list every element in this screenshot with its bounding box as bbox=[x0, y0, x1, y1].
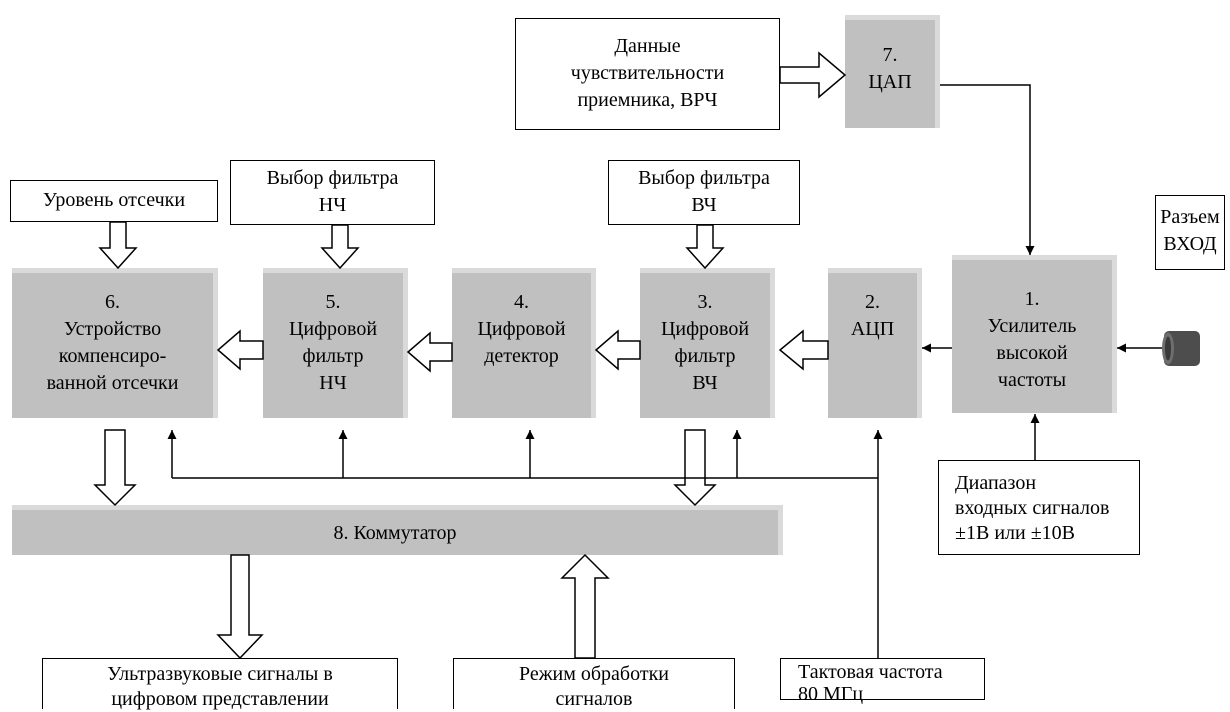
detector-block: 4. Цифровой детектор bbox=[452, 268, 596, 418]
cutoff-number: 6. bbox=[105, 291, 120, 313]
hpf-block: 3. Цифровой фильтр ВЧ bbox=[640, 268, 775, 418]
lpf-number: 5. bbox=[325, 291, 341, 313]
arrow-sensitivity-to-dac bbox=[779, 51, 847, 99]
clock-frequency-box: Тактовая частота 80 МГц bbox=[780, 658, 985, 705]
lpf-select-box: Выбор фильтра НЧ bbox=[230, 160, 435, 225]
detector-label: Цифровой детектор bbox=[477, 318, 566, 367]
arrow-cutoff-to-switch bbox=[93, 429, 137, 507]
amplifier-block: 1. Усилитель высокой частоты bbox=[952, 255, 1117, 413]
hpf-number: 3. bbox=[697, 291, 713, 313]
processing-mode-box: Режим обработки сигналов bbox=[453, 658, 735, 710]
hpf-select-box: Выбор фильтра ВЧ bbox=[608, 160, 800, 225]
arrow-cutoff-level-to-cutoff bbox=[98, 221, 138, 270]
arrow-mode-to-switch bbox=[560, 553, 610, 659]
arrow-adc-to-hpf bbox=[778, 329, 829, 371]
arrow-hpf-select-to-hpf bbox=[685, 224, 725, 270]
connector-plug-icon bbox=[1162, 331, 1200, 366]
ultrasound-output-box: Ультразвуковые сигналы в цифровом предст… bbox=[42, 658, 398, 710]
adc-label: АЦП bbox=[850, 318, 895, 340]
arrow-lpf-select-to-lpf bbox=[320, 224, 360, 270]
arrow-switch-to-ultrasound bbox=[216, 554, 264, 660]
amplifier-number: 1. bbox=[1024, 288, 1040, 310]
switch-label: 8. Коммутатор bbox=[333, 522, 457, 544]
arrow-detector-to-lpf bbox=[406, 331, 453, 373]
dac-number: 7. bbox=[882, 44, 898, 66]
sensitivity-data-box: Данные чувствительности приемника, ВРЧ bbox=[515, 18, 780, 130]
switch-block: 8. Коммутатор bbox=[12, 505, 783, 555]
wire-dac-to-amplifier bbox=[940, 84, 1035, 255]
cutoff-label: Устройство компенсиро- ванной отсечки bbox=[46, 318, 179, 394]
hpf-label: Цифровой фильтр ВЧ bbox=[660, 318, 750, 394]
arrow-hpf-to-detector bbox=[594, 329, 641, 371]
dac-label: ЦАП bbox=[868, 71, 912, 93]
arrow-lpf-to-cutoff bbox=[216, 329, 264, 371]
cutoff-level-box: Уровень отсечки bbox=[10, 180, 218, 222]
dac-block: 7. ЦАП bbox=[845, 15, 940, 128]
lpf-block: 5. Цифровой фильтр НЧ bbox=[263, 268, 408, 418]
lpf-label: Цифровой фильтр НЧ bbox=[288, 318, 378, 394]
amplifier-label: Усилитель высокой частоты bbox=[987, 315, 1077, 391]
cutoff-block: 6. Устройство компенсиро- ванной отсечки bbox=[12, 268, 218, 418]
input-range-box: Диапазон входных сигналов ±1В или ±10В bbox=[938, 460, 1140, 555]
arrow-hpf-to-switch bbox=[673, 429, 717, 507]
adc-number: 2. bbox=[865, 291, 880, 313]
adc-block: 2. АЦП bbox=[828, 268, 922, 418]
connector-label-box: Разъем ВХОД bbox=[1155, 195, 1225, 270]
detector-number: 4. bbox=[514, 291, 529, 313]
